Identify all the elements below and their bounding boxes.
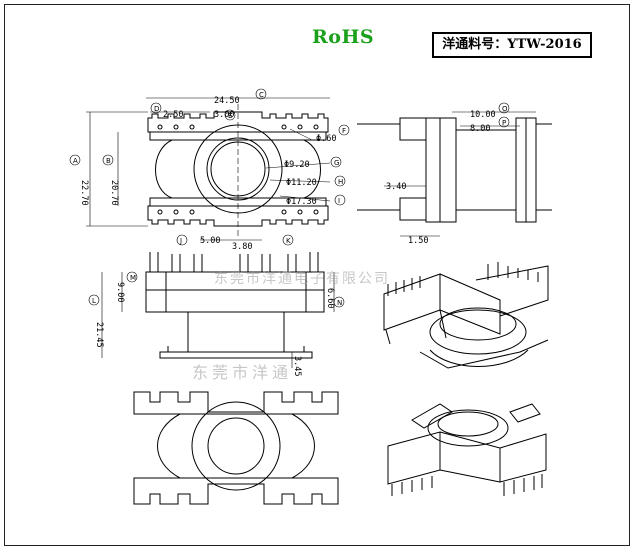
dim-bottom-a: 5.00 <box>200 236 220 246</box>
top-view <box>86 97 331 241</box>
callout-e: E <box>228 112 232 120</box>
dim-dia-c: Φ17.30 <box>286 197 317 207</box>
bottom-view <box>133 391 339 505</box>
dim-front-pin: 6.60 <box>325 288 335 308</box>
dim-pin-pitch-left: 2.50 <box>163 110 183 120</box>
callout-g: G <box>334 159 339 167</box>
isometric-view-top <box>383 262 549 369</box>
dim-pin-dia: Φ.60 <box>316 134 336 144</box>
dim-side-width: 10.00 <box>470 110 496 120</box>
dim-side-bottom: 1.50 <box>408 236 428 246</box>
callout-p: P <box>502 119 506 127</box>
callout-l: L <box>92 297 96 305</box>
dim-pin-pitch-center: 3.00 <box>214 110 234 120</box>
dim-height-inner: 20.70 <box>109 180 119 206</box>
border-frame <box>4 4 630 546</box>
callout-c: C <box>259 91 264 99</box>
callout-j: J <box>179 237 182 245</box>
callout-m: M <box>130 274 136 282</box>
rohs-label: RoHS <box>312 26 375 48</box>
watermark-partial: 东莞市洋通 <box>192 363 292 382</box>
callout-n: N <box>337 299 342 307</box>
callout-h: H <box>338 178 343 186</box>
dim-front-top: 9.00 <box>115 282 125 302</box>
dimension-labels: 24.50 2.50 3.00 Φ.60 Φ9.20 Φ11.20 Φ17.30… <box>69 88 510 376</box>
callout-i: I <box>338 197 340 205</box>
dim-front-flange: 3.45 <box>292 356 302 376</box>
dim-front-height: 21.45 <box>94 322 104 348</box>
dim-dia-b: Φ11.20 <box>286 178 317 188</box>
callout-k: K <box>286 237 291 245</box>
watermark-company: 东莞市洋通电子有限公司 <box>214 270 390 287</box>
callout-f: F <box>342 127 346 135</box>
dim-side-inner: 8.00 <box>470 124 490 134</box>
side-view <box>357 111 552 237</box>
dim-bottom-b: 3.80 <box>232 242 252 252</box>
callout-b: B <box>106 157 111 165</box>
front-view <box>101 252 335 368</box>
dim-height-outer: 22.70 <box>79 180 89 206</box>
dim-dia-a: Φ9.20 <box>284 160 310 170</box>
dim-side-offset: 3.40 <box>386 182 406 192</box>
part-number-box: 洋通料号：YTW-2016 <box>432 32 592 58</box>
dim-overall-width: 24.50 <box>214 96 240 106</box>
callout-o: O <box>502 105 508 113</box>
isometric-view-bottom <box>387 403 547 496</box>
callout-d: D <box>154 105 159 113</box>
callout-a: A <box>73 157 78 165</box>
